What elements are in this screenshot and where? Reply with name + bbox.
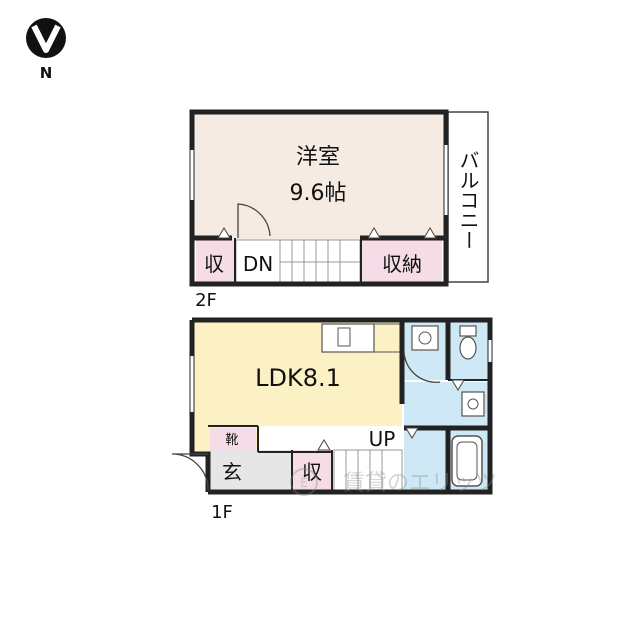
shoe-box xyxy=(210,428,256,450)
storage-1f-label: 収 xyxy=(302,460,322,484)
closet-2f xyxy=(362,240,442,282)
watermark-logo-icon xyxy=(290,468,318,496)
stairs-up-label: UP xyxy=(369,427,396,451)
closet-2f-label: 収納 xyxy=(382,252,422,276)
western-room-size: 9.6帖 xyxy=(290,181,347,206)
watermark: E 賃貸のエリッツ xyxy=(290,468,497,496)
entrance-door-swing xyxy=(171,453,209,491)
compass: N xyxy=(26,18,66,82)
floor-2: 洋室 9.6帖 収 DN 収納 バルコニー 2F xyxy=(189,109,489,311)
storage-2f-small xyxy=(196,240,234,282)
basin-icon xyxy=(461,391,485,417)
floor-1: LDK8.1 UP 靴 玄 収 1F xyxy=(171,317,493,523)
western-room xyxy=(192,112,444,240)
ldk-room xyxy=(192,320,402,452)
stairs-2f xyxy=(235,239,361,283)
ldk-label: LDK8.1 xyxy=(255,364,341,392)
bathtub-icon xyxy=(451,435,483,487)
floor-1-label: 1F xyxy=(211,502,233,523)
compass-label: N xyxy=(40,64,53,82)
north-arrow-icon xyxy=(31,24,61,53)
storage-2f-label: 収 xyxy=(204,252,224,276)
western-room-label: 洋室 xyxy=(296,145,340,170)
washroom-door-swing xyxy=(403,349,441,383)
watermark-text: 賃貸のエリッツ xyxy=(343,471,497,496)
entrance-label: 玄 xyxy=(222,460,242,484)
balcony-label: バルコニー xyxy=(456,150,480,250)
stairs-1f xyxy=(333,449,403,491)
storage-1f xyxy=(292,450,332,490)
door-swing-2f xyxy=(237,203,271,238)
toilet-icon xyxy=(459,336,477,360)
entrance xyxy=(210,450,292,490)
stairs-down-label: DN xyxy=(243,252,273,276)
shoe-box-label: 靴 xyxy=(225,433,238,448)
floor-2-label: 2F xyxy=(195,290,217,311)
washing-machine-icon xyxy=(411,325,439,351)
svg-text:E: E xyxy=(300,476,308,490)
sink-icon xyxy=(337,327,351,347)
